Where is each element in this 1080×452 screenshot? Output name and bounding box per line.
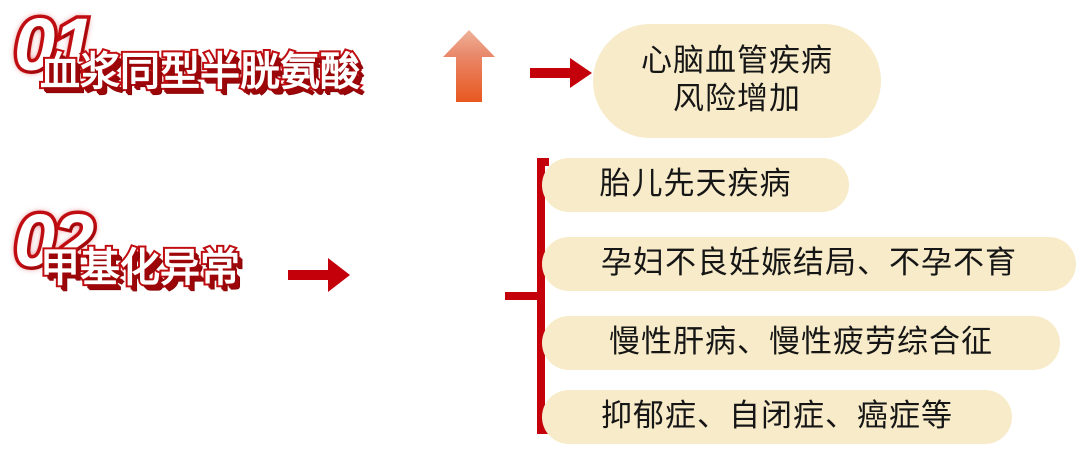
section-heading-01: 血浆同型半胱氨酸 [38,49,362,95]
outcome-pill-text: 慢性肝病、慢性疲劳综合征 [609,324,993,361]
outcome-pill-text: 心脑血管疾病 风险增加 [641,43,833,117]
outcome-pill-chronic-liver-fatigue: 慢性肝病、慢性疲劳综合征 [542,316,1060,370]
section-number-02: 02 [10,199,97,282]
section-number-01: 01 [10,3,97,86]
arrow-right-icon-01 [530,58,592,88]
outcome-pill-cardiovascular: 心脑血管疾病 风险增加 [593,24,881,138]
outcome-pill-text: 胎儿先天疾病 [599,166,792,203]
outcome-pill-text: 抑郁症、自闭症、癌症等 [601,398,953,435]
outcome-pill-depression-autism-cancer: 抑郁症、自闭症、癌症等 [542,390,1012,444]
outcome-pill-text: 孕妇不良妊娠结局、不孕不育 [601,245,1017,282]
outcome-pill-fetal-disease: 胎儿先天疾病 [542,158,849,212]
outcome-pill-pregnancy: 孕妇不良妊娠结局、不孕不育 [542,237,1076,291]
arrow-up-icon [443,30,495,102]
bracket-icon [505,158,549,434]
arrow-right-icon-02 [288,258,350,292]
section-heading-02: 甲基化异常 [38,245,242,291]
